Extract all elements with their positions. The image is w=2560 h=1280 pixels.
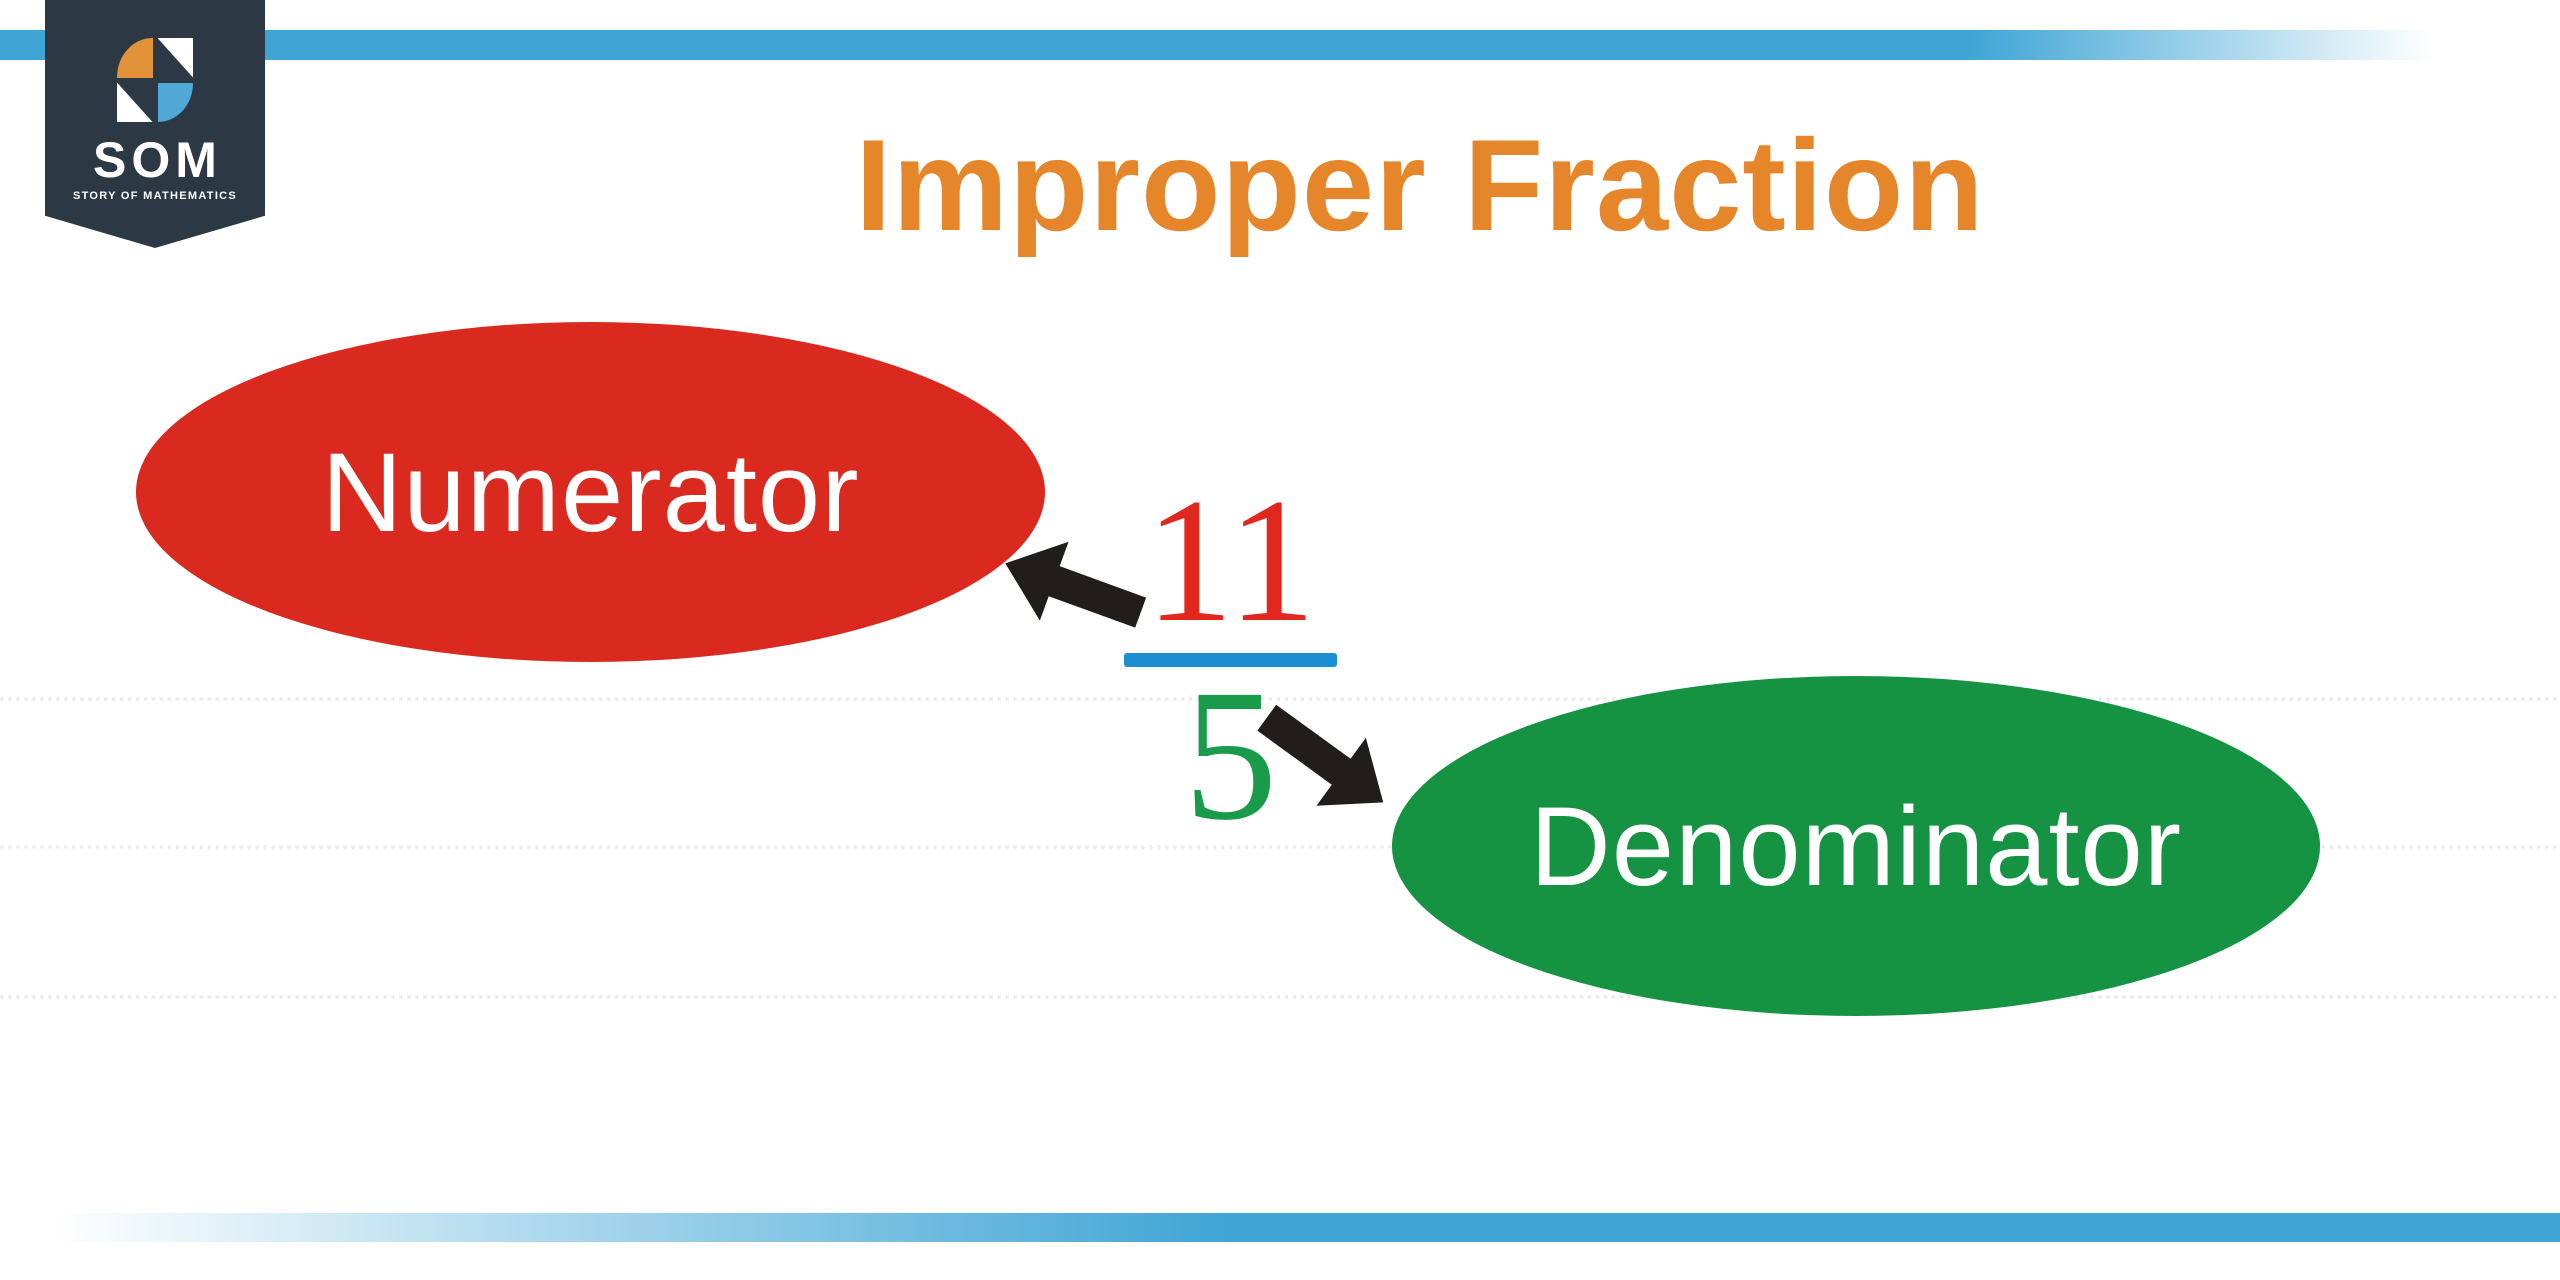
faint-guide-line (0, 845, 2560, 849)
icon-quadrant-orange (117, 38, 153, 78)
brand-name: SOM (93, 132, 222, 188)
icon-quadrant-white-triangle-top (157, 38, 193, 78)
bottom-stripe (0, 1213, 2560, 1242)
page-title: Improper Fraction (855, 111, 1985, 258)
fraction-bar (1124, 653, 1337, 667)
denominator-label: Denominator (1529, 783, 2183, 909)
som-pinwheel-icon (117, 38, 193, 122)
faint-guide-line (0, 995, 2560, 999)
faint-guide-line (0, 697, 2560, 701)
fraction-denominator: 5 (1183, 650, 1278, 859)
numerator-arrow-icon (1005, 541, 1147, 628)
icon-quadrant-blue (157, 82, 193, 122)
numerator-ellipse: Numerator (136, 322, 1045, 662)
numerator-label: Numerator (321, 429, 860, 555)
brand-tagline: STORY OF MATHEMATICS (72, 190, 238, 202)
fraction-numerator: 11 (1144, 461, 1317, 659)
top-stripe (0, 30, 2560, 60)
som-logo-badge: SOM STORY OF MATHEMATICS (45, 0, 265, 248)
icon-quadrant-white-triangle-bottom (117, 82, 153, 122)
denominator-ellipse: Denominator (1392, 676, 2320, 1016)
denominator-arrow-icon (1257, 704, 1384, 806)
